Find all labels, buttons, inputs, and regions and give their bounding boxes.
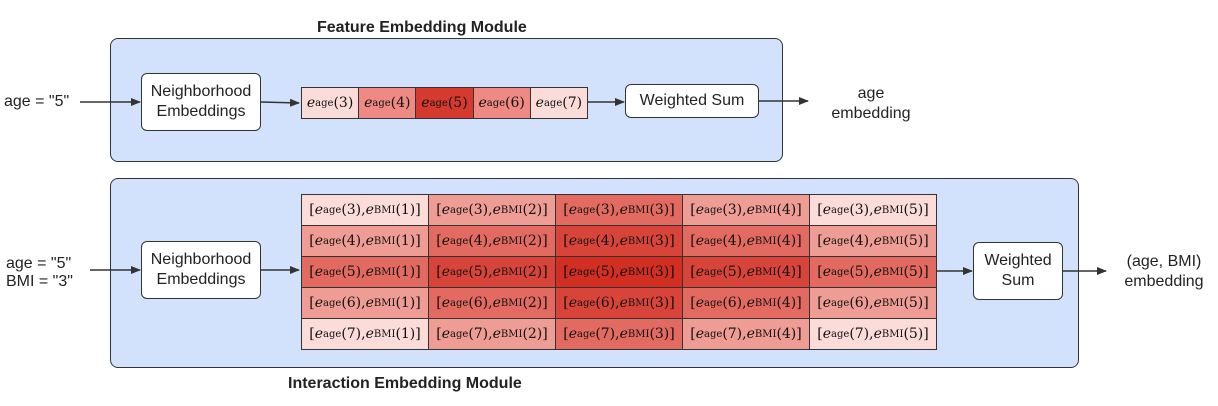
feature-output-label: age embedding — [831, 85, 911, 122]
feature-neighborhood-embeddings-box: Neighborhood Embeddings — [141, 73, 261, 131]
interaction-neighborhood-label: Neighborhood Embeddings — [150, 251, 252, 288]
feature-neighborhood-label: Neighborhood Embeddings — [150, 83, 252, 120]
arrow-feature-neighborhood — [260, 98, 300, 107]
feature-weighted-sum-box: Weighted Sum — [625, 84, 759, 118]
interaction-output-label: (age, BMI) embedding — [1124, 253, 1204, 290]
feature-module-title: Feature Embedding Module — [317, 19, 527, 36]
interaction-module-title: Interaction Embedding Module — [288, 375, 522, 392]
interaction-weighted-sum-label: Weighted Sum — [984, 252, 1052, 289]
interaction-input-label: age = "5" BMI = "3" — [6, 255, 73, 291]
interaction-input-bmi: BMI = "3" — [6, 273, 73, 290]
interaction-input-age: age = "5" — [6, 255, 72, 272]
interaction-neighborhood-embeddings-box: Neighborhood Embeddings — [141, 241, 261, 299]
feature-weighted-sum-label: Weighted Sum — [639, 92, 745, 109]
interaction-weighted-sum-box: Weighted Sum — [973, 242, 1063, 300]
feature-input-label: age = "5" — [4, 93, 70, 110]
